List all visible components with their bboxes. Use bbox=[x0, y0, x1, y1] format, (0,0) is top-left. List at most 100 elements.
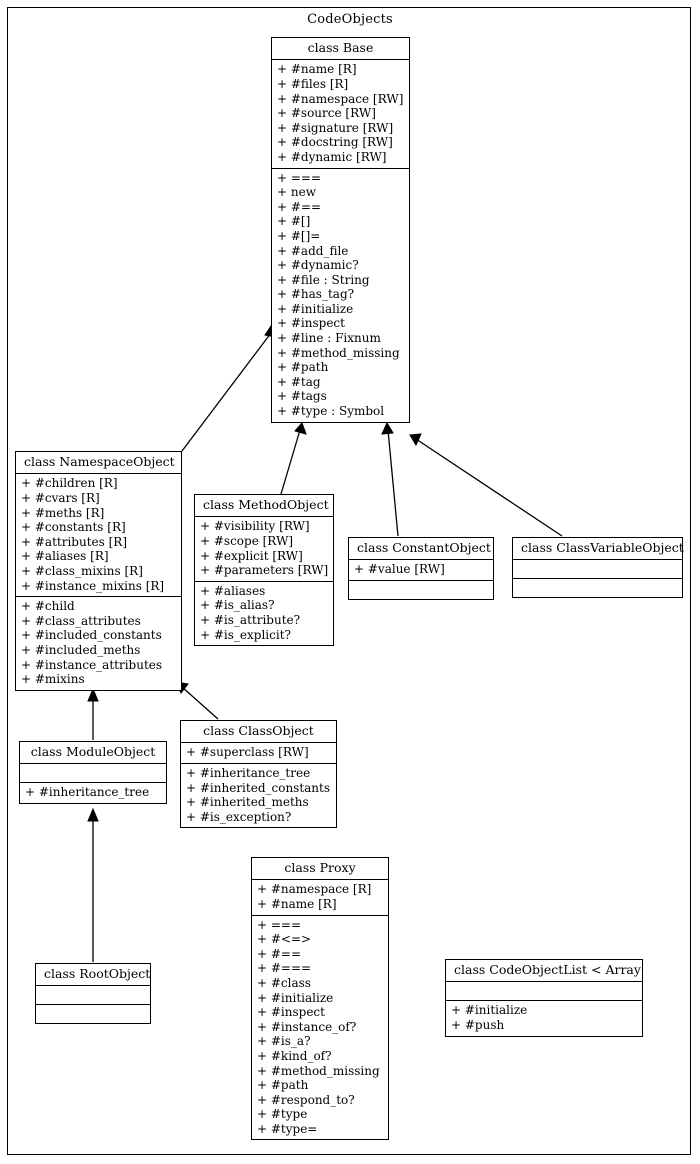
attribute-row: + #constants [R] bbox=[21, 520, 126, 535]
method-row: + #kind_of? bbox=[257, 1048, 332, 1063]
attributes-compartment-base: + #name [R] + #files [R] + #namespace [R… bbox=[272, 59, 409, 167]
attribute-row: + #dynamic [RW] bbox=[277, 149, 387, 164]
attribute-row: + #namespace [RW] bbox=[277, 91, 404, 106]
method-row: + #inheritance_tree bbox=[25, 785, 150, 800]
method-row: + #class bbox=[257, 975, 311, 990]
methods-compartment-classvariableobject bbox=[513, 578, 682, 597]
attributes-compartment-namespaceobject: + #children [R] + #cvars [R] + #meths [R… bbox=[16, 473, 181, 596]
methods-compartment-codeobjectlist: + #initialize + #push bbox=[446, 1000, 642, 1035]
attributes-compartment-classvariableobject bbox=[513, 559, 682, 578]
method-row: + #initialize bbox=[277, 301, 354, 316]
methods-compartment-proxy: + === + #<=> + #== + #=== + #class + #in… bbox=[252, 914, 388, 1140]
class-box-constantobject[interactable]: class ConstantObject + #value [RW] bbox=[348, 537, 494, 600]
method-row: + #type : Symbol bbox=[277, 404, 385, 419]
method-row: + #is_explicit? bbox=[200, 627, 291, 642]
method-row: + #initialize bbox=[257, 990, 334, 1005]
attributes-compartment-codeobjectlist bbox=[446, 981, 642, 1000]
method-row: + #inherited_meths bbox=[186, 795, 309, 810]
attribute-row: + #children [R] bbox=[21, 476, 118, 491]
method-row: + #path bbox=[277, 360, 329, 375]
class-box-classvariableobject[interactable]: class ClassVariableObject bbox=[512, 537, 684, 599]
method-row: + #dynamic? bbox=[277, 258, 359, 273]
method-row: + #== bbox=[257, 946, 302, 961]
attribute-row: + #aliases [R] bbox=[21, 549, 109, 564]
class-box-rootobject[interactable]: class RootObject bbox=[35, 963, 151, 1025]
method-row: + #line : Fixnum bbox=[277, 331, 381, 346]
method-row: + #is_alias? bbox=[200, 598, 275, 613]
class-box-base[interactable]: class Base + #name [R] + #files [R] + #n… bbox=[271, 37, 410, 423]
methods-compartment-namespaceobject: + #child + #class_attributes + #included… bbox=[16, 596, 181, 690]
methods-compartment-rootobject bbox=[36, 1004, 150, 1023]
method-row: + new bbox=[277, 185, 316, 200]
method-row: + #tags bbox=[277, 389, 327, 404]
method-row: + #method_missing bbox=[277, 345, 400, 360]
method-row: + #respond_to? bbox=[257, 1092, 355, 1107]
method-row: + #has_tag? bbox=[277, 287, 355, 302]
class-name-moduleobject: class ModuleObject bbox=[30, 744, 156, 759]
attribute-row: + #visibility [RW] bbox=[200, 519, 310, 534]
method-row: + #is_attribute? bbox=[200, 612, 301, 627]
method-row: + #[] bbox=[277, 214, 311, 229]
method-row: + #<=> bbox=[257, 932, 312, 947]
class-name-constantobject: class ConstantObject bbox=[357, 540, 491, 555]
attributes-compartment-proxy: + #namespace [R] + #name [R] bbox=[252, 879, 388, 914]
method-row: + #method_missing bbox=[257, 1063, 380, 1078]
attribute-row: + #superclass [RW] bbox=[186, 745, 309, 760]
class-box-proxy[interactable]: class Proxy + #namespace [R] + #name [R]… bbox=[251, 857, 389, 1141]
class-name-codeobjectlist: class CodeObjectList < Array bbox=[454, 962, 641, 977]
method-row: + #aliases bbox=[200, 583, 266, 598]
methods-compartment-methodobject: + #aliases + #is_alias? + #is_attribute?… bbox=[195, 580, 333, 645]
attribute-row: + #namespace [R] bbox=[257, 882, 372, 897]
class-box-classobject[interactable]: class ClassObject + #superclass [RW] + #… bbox=[180, 720, 337, 829]
method-row: + #== bbox=[277, 199, 322, 214]
method-row: + #file : String bbox=[277, 272, 370, 287]
class-name-namespaceobject: class NamespaceObject bbox=[24, 454, 175, 469]
method-row: + #mixins bbox=[21, 672, 85, 687]
attributes-compartment-constantobject: + #value [RW] bbox=[349, 559, 493, 580]
method-row: + #inheritance_tree bbox=[186, 765, 311, 780]
attribute-row: + #meths [R] bbox=[21, 505, 105, 520]
attribute-row: + #value [RW] bbox=[354, 562, 445, 577]
attribute-row: + #class_mixins [R] bbox=[21, 563, 143, 578]
method-row: + #instance_attributes bbox=[21, 657, 163, 672]
class-box-moduleobject[interactable]: class ModuleObject + #inheritance_tree bbox=[19, 741, 167, 804]
method-row: + === bbox=[257, 917, 302, 932]
method-row: + #inspect bbox=[277, 316, 345, 331]
method-row: + #class_attributes bbox=[21, 613, 141, 628]
attribute-row: + #signature [RW] bbox=[277, 120, 394, 135]
method-row: + #inherited_constants bbox=[186, 780, 331, 795]
attributes-compartment-classobject: + #superclass [RW] bbox=[181, 742, 336, 763]
class-box-methodobject[interactable]: class MethodObject + #visibility [RW] + … bbox=[194, 494, 334, 647]
methods-compartment-classobject: + #inheritance_tree + #inherited_constan… bbox=[181, 762, 336, 827]
method-row: + #type= bbox=[257, 1121, 318, 1136]
method-row: + #tag bbox=[277, 374, 321, 389]
method-row: + #is_exception? bbox=[186, 809, 292, 824]
method-row: + #included_constants bbox=[21, 628, 162, 643]
method-row: + #included_meths bbox=[21, 642, 141, 657]
attribute-row: + #instance_mixins [R] bbox=[21, 578, 165, 593]
attribute-row: + #scope [RW] bbox=[200, 533, 294, 548]
attribute-row: + #source [RW] bbox=[277, 106, 376, 121]
diagram-title: CodeObjects bbox=[307, 12, 393, 27]
attributes-compartment-rootobject bbox=[36, 985, 150, 1004]
method-row: + #path bbox=[257, 1078, 309, 1093]
diagram-cluster-frame bbox=[7, 7, 691, 1155]
class-box-namespaceobject[interactable]: class NamespaceObject + #children [R] + … bbox=[15, 451, 182, 691]
method-row: + === bbox=[277, 170, 322, 185]
method-row: + #is_a? bbox=[257, 1034, 311, 1049]
attribute-row: + #name [R] bbox=[277, 62, 357, 77]
class-name-classobject: class ClassObject bbox=[203, 723, 314, 738]
class-name-methodobject: class MethodObject bbox=[203, 497, 329, 512]
method-row: + #add_file bbox=[277, 243, 349, 258]
class-name-rootobject: class RootObject bbox=[44, 966, 151, 981]
attribute-row: + #cvars [R] bbox=[21, 490, 100, 505]
methods-compartment-moduleobject: + #inheritance_tree bbox=[20, 782, 166, 803]
class-name-classvariableobject: class ClassVariableObject bbox=[521, 540, 684, 555]
class-box-codeobjectlist[interactable]: class CodeObjectList < Array + #initiali… bbox=[445, 959, 643, 1037]
attribute-row: + #explicit [RW] bbox=[200, 548, 303, 563]
method-row: + #[]= bbox=[277, 228, 321, 243]
methods-compartment-constantobject bbox=[349, 579, 493, 599]
method-row: + #=== bbox=[257, 961, 312, 976]
method-row: + #initialize bbox=[451, 1003, 528, 1018]
attributes-compartment-methodobject: + #visibility [RW] + #scope [RW] + #expl… bbox=[195, 516, 333, 580]
